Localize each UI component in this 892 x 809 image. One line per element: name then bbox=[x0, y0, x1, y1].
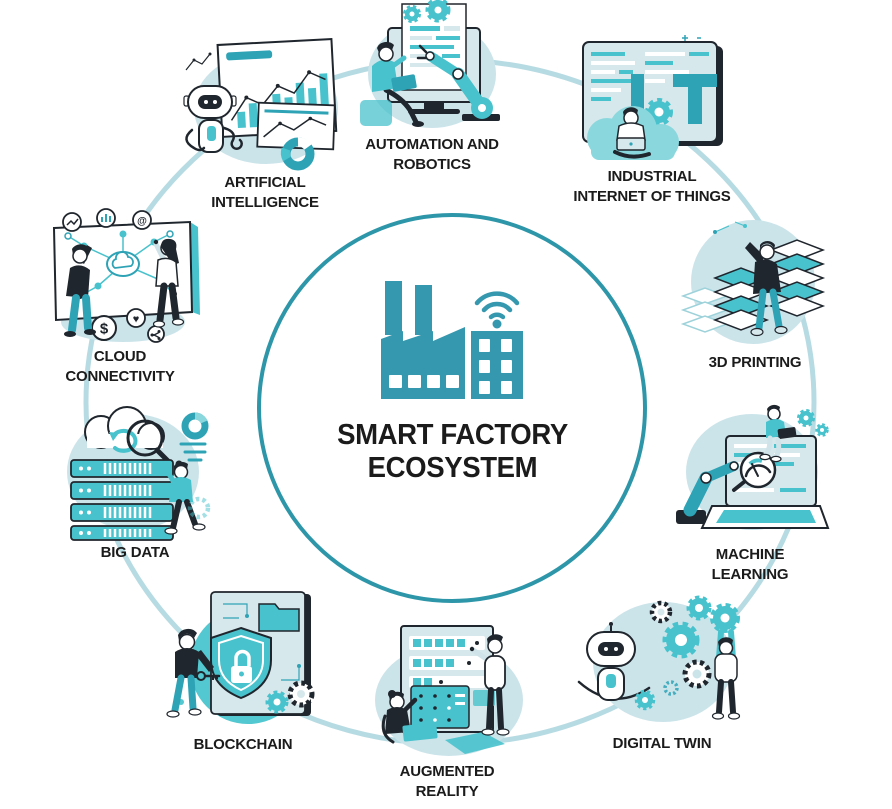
node-label: DIGITAL TWIN bbox=[612, 735, 712, 752]
circuit-decor bbox=[223, 603, 303, 695]
svg-text:@: @ bbox=[137, 216, 147, 227]
ar-control-panel-illustration bbox=[375, 625, 523, 756]
circuit-decor bbox=[713, 221, 747, 234]
gear-icon bbox=[797, 409, 829, 437]
gear-icon bbox=[403, 0, 451, 23]
central-circle: SMART FACTORY ECOSYSTEM bbox=[257, 213, 647, 603]
node-label: CLOUD CONNECTIVITY bbox=[65, 348, 175, 385]
panel-rows bbox=[409, 636, 485, 688]
seated-person bbox=[381, 690, 438, 744]
gear-cluster-icon bbox=[634, 595, 711, 711]
node-industrial-internet-of-things: INDUSTRIAL INTERNET OF THINGS bbox=[557, 34, 747, 207]
wifi-icon bbox=[474, 291, 520, 320]
robot-icon bbox=[182, 85, 243, 153]
node-artificial-intelligence: ARTIFICIAL INTELLIGENCE bbox=[170, 30, 360, 213]
node-big-data: BIG DATA bbox=[40, 400, 230, 563]
standing-person bbox=[469, 634, 510, 736]
person-on-laptop bbox=[759, 404, 797, 463]
robot-and-gears-illustration bbox=[577, 595, 740, 722]
line-chart-panel bbox=[255, 101, 336, 151]
floor-mat bbox=[445, 732, 505, 754]
dash-decor bbox=[179, 442, 206, 462]
robotic-arm-icon bbox=[676, 461, 739, 524]
gear-icon bbox=[187, 496, 210, 520]
magnifier-gauge-icon bbox=[732, 451, 777, 492]
person-holding-gear bbox=[709, 603, 740, 720]
isometric-layer-stack-illustration bbox=[680, 220, 826, 344]
person-right bbox=[152, 238, 184, 328]
node-digital-twin: DIGITAL TWIN bbox=[567, 595, 757, 754]
sparkle-decor bbox=[681, 35, 701, 41]
trend-decor bbox=[185, 52, 211, 71]
share-badge-icon bbox=[146, 325, 165, 343]
server-stack-icon bbox=[69, 459, 174, 541]
node-label: BLOCKCHAIN bbox=[193, 736, 293, 753]
bars-badge-icon bbox=[95, 208, 116, 228]
title-line-1: SMART FACTORY bbox=[336, 419, 568, 451]
server-stack-cloud-illustration bbox=[66, 406, 210, 541]
node-label: AUTOMATION AND ROBOTICS bbox=[365, 136, 499, 173]
node-cloud-connectivity: @ $ ♥ bbox=[25, 208, 215, 387]
node-augmented-reality: AUGMENTED REALITY bbox=[352, 624, 542, 802]
person-with-key bbox=[166, 628, 214, 718]
node-label: ARTIFICIAL INTELLIGENCE bbox=[211, 174, 319, 211]
node-automation-and-robotics: AUTOMATION AND ROBOTICS bbox=[337, 0, 527, 175]
donut-chart-icon bbox=[280, 137, 314, 171]
dollar-badge-icon: $ bbox=[90, 315, 117, 341]
iot-code-screen-illustration bbox=[581, 35, 723, 160]
title-line-2: ECOSYSTEM bbox=[367, 452, 537, 485]
laptop-robot-arm-magnifier-illustration bbox=[676, 404, 830, 530]
smart-factory-icon bbox=[381, 281, 523, 399]
svg-text:$: $ bbox=[99, 321, 108, 338]
node-label: MACHINE LEARNING bbox=[711, 546, 789, 583]
cloud-network-board-illustration: @ $ ♥ bbox=[52, 208, 200, 343]
cloud-sync-icon bbox=[83, 406, 165, 453]
robotic-arm-workstation-illustration bbox=[360, 0, 500, 128]
node-label: 3D PRINTING bbox=[708, 354, 802, 371]
node-3d-printing: 3D PRINTING bbox=[660, 212, 850, 373]
tall-stack bbox=[768, 239, 826, 317]
svg-text:♥: ♥ bbox=[132, 314, 139, 326]
heart-badge-icon: ♥ bbox=[125, 308, 146, 328]
chart-badge-icon bbox=[61, 212, 82, 232]
page-title: SMART FACTORY ECOSYSTEM bbox=[337, 419, 568, 485]
robot-icon bbox=[577, 622, 650, 701]
node-blockchain: BLOCKCHAIN bbox=[148, 584, 338, 755]
standing-person bbox=[745, 240, 788, 337]
robotic-arm-icon bbox=[416, 44, 500, 121]
seated-person bbox=[360, 41, 424, 127]
node-machine-learning: MACHINE LEARNING bbox=[655, 402, 845, 585]
person-with-laptop bbox=[612, 107, 651, 159]
at-badge-icon: @ bbox=[131, 210, 152, 230]
node-label: AUGMENTED REALITY bbox=[399, 763, 495, 800]
person-left bbox=[63, 244, 96, 337]
pie-chart-icon bbox=[181, 412, 208, 440]
ar-overlay-panel bbox=[410, 685, 495, 729]
person-analyst bbox=[160, 460, 206, 535]
robot-analytics-charts-illustration bbox=[182, 37, 338, 171]
node-label: BIG DATA bbox=[100, 544, 170, 561]
shield-padlock-document-illustration bbox=[166, 591, 315, 724]
folder-icon bbox=[258, 603, 300, 632]
node-label: INDUSTRIAL INTERNET OF THINGS bbox=[573, 168, 731, 205]
